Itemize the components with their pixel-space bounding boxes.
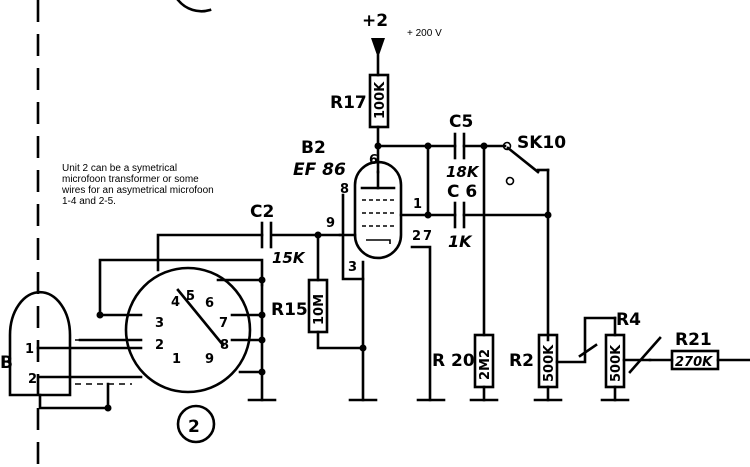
sk10-label: SK10	[517, 133, 566, 153]
sk10-contact	[505, 176, 515, 186]
r20-value: 2M2	[478, 349, 493, 380]
node-dot	[359, 344, 367, 352]
c6-label: C 6	[447, 182, 477, 202]
unit-pin-8: 8	[220, 338, 229, 353]
note-line: 1-4 and 2-5.	[62, 196, 116, 207]
cathode-loop	[341, 193, 365, 281]
r4-label: R4	[616, 310, 641, 330]
r17-label: R17	[330, 93, 367, 113]
unit-pin-1: 1	[172, 352, 181, 367]
note-line: microfoon transformer or some	[62, 174, 199, 185]
note-text: Unit 2 can be a symetrical microfoon tra…	[62, 163, 247, 207]
node-dot	[258, 276, 266, 284]
r2-label: R2	[509, 351, 534, 371]
tube-pin-1: 1	[413, 197, 422, 212]
r21-value: 270K	[675, 355, 713, 370]
unit-pin-3: 3	[155, 316, 164, 331]
tube-ref: B2	[301, 138, 326, 158]
supply-voltage-label: + 200 V	[407, 28, 442, 39]
tube-pin-8: 8	[340, 182, 349, 197]
supply-arrow	[371, 38, 385, 58]
sk10-contact	[502, 141, 512, 151]
node-dot	[104, 404, 112, 412]
r17-value: 100K	[373, 81, 388, 119]
node-dot	[96, 311, 104, 319]
connector-shield-wire	[38, 382, 110, 410]
note-line: wires for an asymetrical microfoon	[62, 185, 214, 196]
unit-top-wire	[98, 258, 264, 317]
sk10-blade	[506, 146, 540, 174]
node-dot	[258, 336, 266, 344]
unit-label: 2	[188, 417, 200, 437]
top-partial-circle	[176, 0, 212, 13]
r15-bottom-wire	[316, 330, 365, 350]
r20-label: R 20	[432, 351, 475, 371]
unit-label-circle	[176, 404, 216, 444]
tube-pin-2: 2	[412, 229, 421, 244]
connector-pin-1: 1	[25, 342, 34, 357]
connector-b	[8, 290, 72, 397]
c5-label: C5	[449, 112, 473, 132]
connector-b-label: B	[0, 353, 13, 373]
tube-pin-6: 6	[369, 153, 378, 168]
r15-value: 10M	[312, 294, 327, 325]
r4-value: 500K	[609, 344, 624, 382]
tube-pin-7: 7	[423, 229, 432, 244]
supply-node-label: +2	[362, 11, 388, 31]
r21-label: R21	[675, 330, 712, 350]
unit-pin-5: 5	[186, 289, 195, 304]
heater-wire	[410, 245, 432, 402]
r15-label: R15	[271, 300, 308, 320]
unit-pin-4: 4	[171, 295, 180, 310]
c6-value: 1K	[448, 232, 473, 251]
note-line: Unit 2 can be a symetrical	[62, 163, 178, 174]
c2-label: C2	[250, 202, 274, 222]
unit-pin-6: 6	[205, 296, 214, 311]
c5-value: 18K	[446, 163, 480, 181]
node-dot	[258, 368, 266, 376]
r2-wiper-wire	[555, 316, 617, 364]
unit-2-socket	[124, 266, 252, 394]
connector-pin-2: 2	[28, 372, 37, 387]
tube-cathode	[366, 239, 391, 244]
r2-value: 500K	[542, 344, 557, 382]
unit-pin-7: 7	[219, 316, 228, 331]
c2-input-wire	[156, 233, 264, 272]
node-dot	[258, 311, 266, 319]
tube-envelope	[353, 160, 403, 260]
tube-pin-3: 3	[348, 260, 357, 275]
unit-pin-9: 9	[205, 352, 214, 367]
tube-pin-9: 9	[326, 216, 335, 231]
c2-value: 15K	[272, 249, 306, 267]
unit-pin-2: 2	[155, 338, 164, 353]
r4-adjust-arrow	[628, 336, 662, 374]
unit-internal-link	[176, 288, 225, 347]
tube-type: EF 86	[293, 160, 346, 180]
r2-wiper-arrow	[578, 343, 598, 358]
